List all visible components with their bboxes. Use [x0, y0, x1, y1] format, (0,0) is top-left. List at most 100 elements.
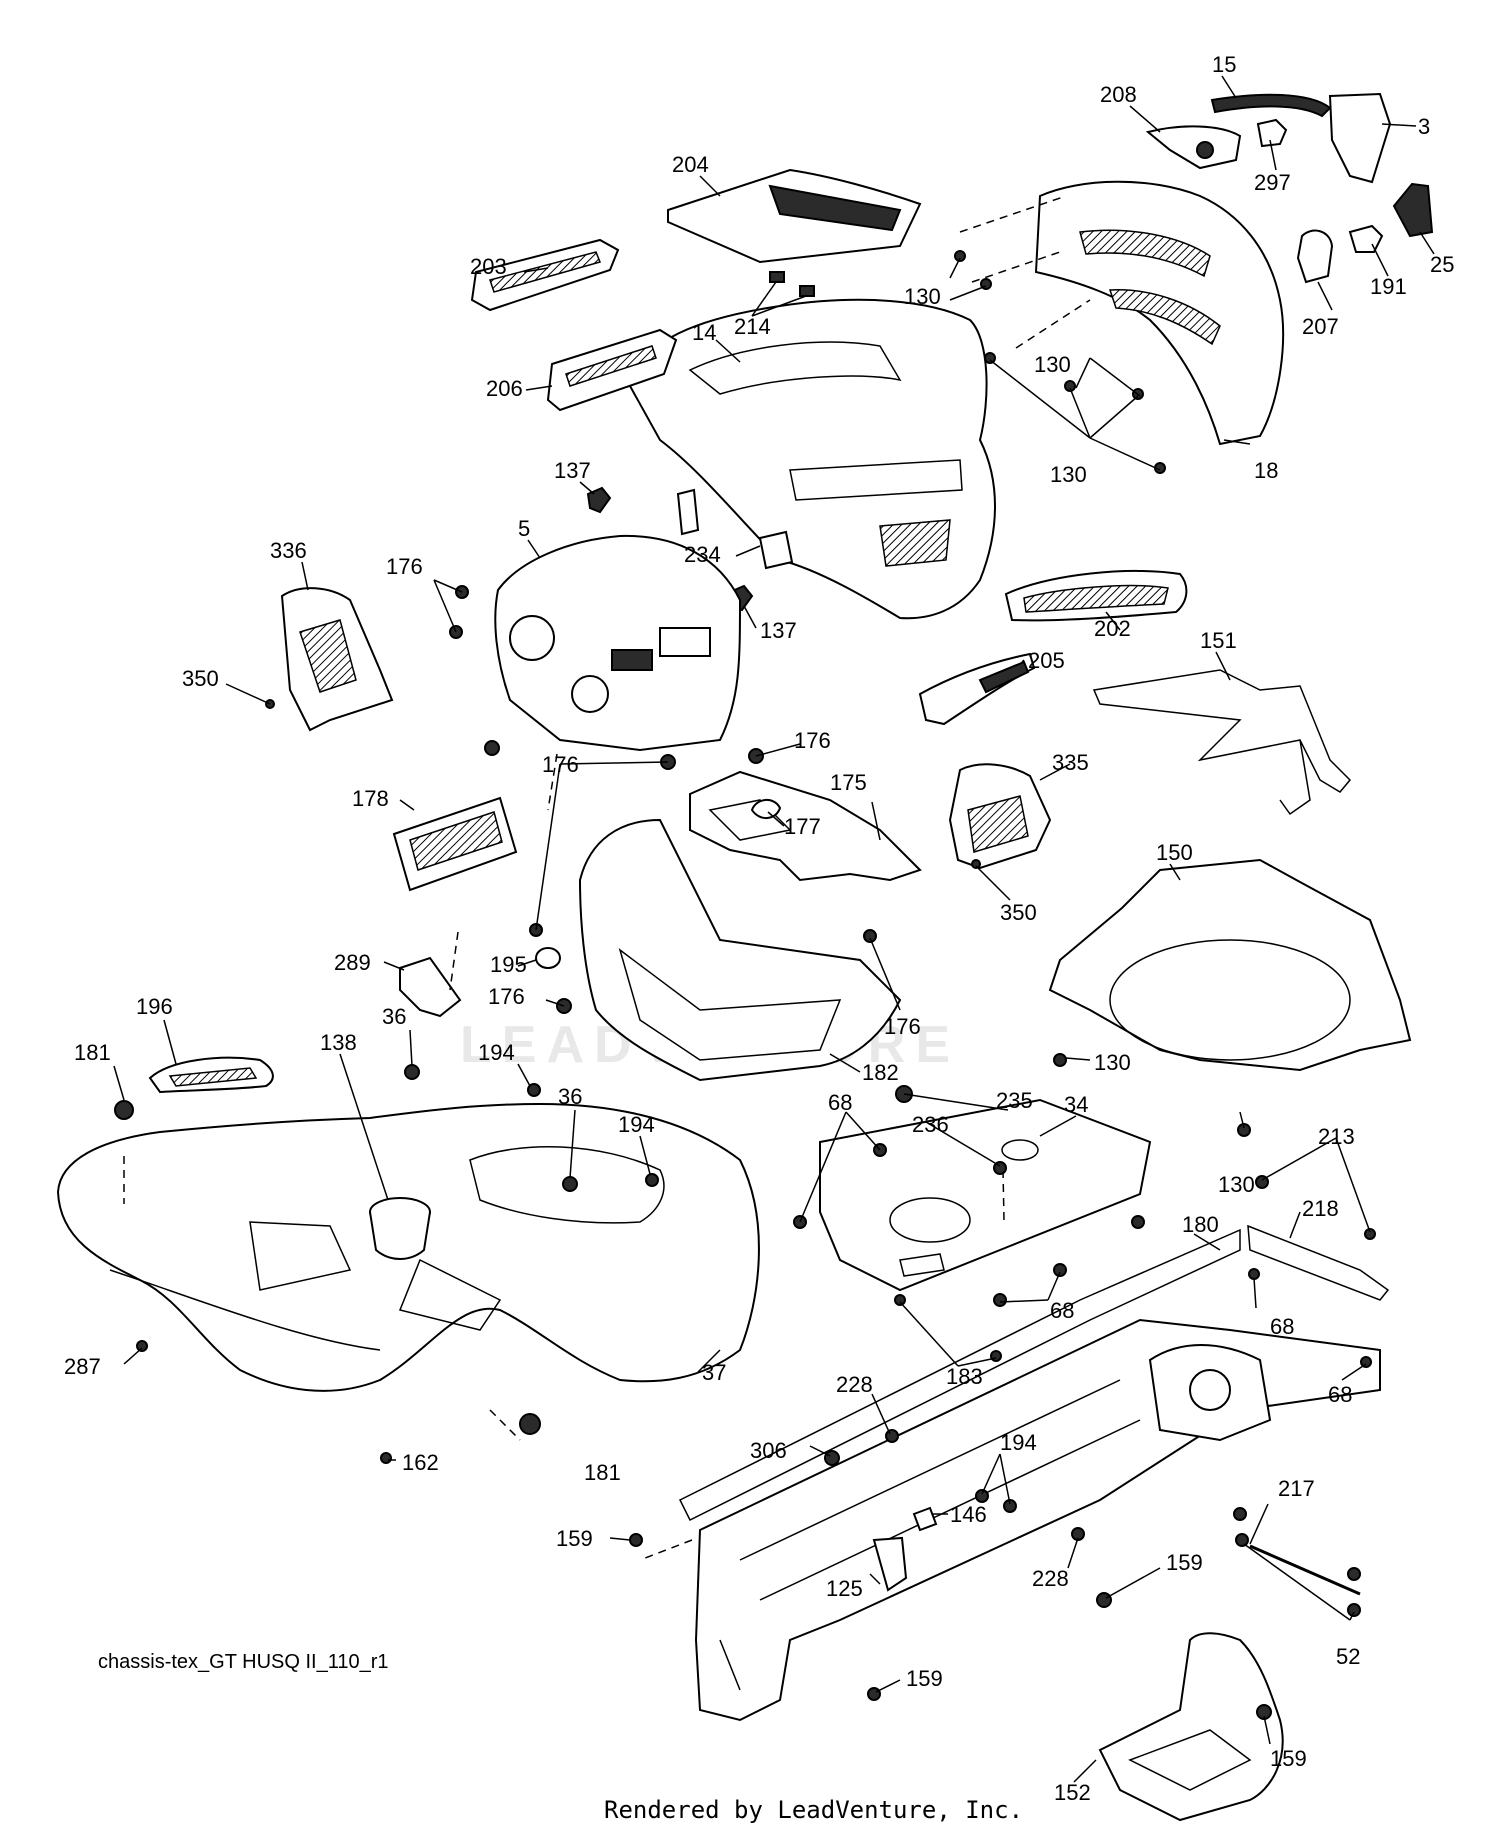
nut-52-c: [1347, 1567, 1361, 1581]
callout-204[interactable]: 204: [672, 152, 709, 177]
part-18-grille: [1079, 229, 1211, 278]
callout-159a[interactable]: 159: [556, 1526, 593, 1551]
callout-203[interactable]: 203: [470, 254, 507, 279]
callout-68a[interactable]: 68: [828, 1090, 852, 1115]
callout-335[interactable]: 335: [1052, 750, 1089, 775]
screw-130-a: [954, 250, 966, 262]
callout-125[interactable]: 125: [826, 1576, 863, 1601]
callout-150[interactable]: 150: [1156, 840, 1193, 865]
fasteners: [114, 250, 1376, 1720]
callout-130d[interactable]: 130: [1094, 1050, 1131, 1075]
callout-130e[interactable]: 130: [1218, 1172, 1255, 1197]
callout-68d[interactable]: 68: [1328, 1382, 1352, 1407]
callout-306[interactable]: 306: [750, 1438, 787, 1463]
callout-176c[interactable]: 176: [542, 752, 579, 777]
callout-137a[interactable]: 137: [554, 458, 591, 483]
callout-191[interactable]: 191: [1370, 274, 1407, 299]
nut-194-b: [645, 1173, 659, 1187]
part-152-detail: [1128, 1729, 1252, 1791]
callout-176b[interactable]: 176: [794, 728, 831, 753]
callout-68b[interactable]: 68: [1050, 1298, 1074, 1323]
callout-130a[interactable]: 130: [904, 284, 941, 309]
part-5-dash: [494, 534, 742, 752]
part-182-base: [578, 818, 902, 1082]
part-208-headlight: [1145, 125, 1242, 170]
callout-214[interactable]: 214: [734, 314, 771, 339]
callout-14[interactable]: 14: [692, 320, 716, 345]
callout-138[interactable]: 138: [320, 1030, 357, 1055]
bolt-68-e: [993, 1293, 1007, 1307]
callout-217[interactable]: 217: [1278, 1476, 1315, 1501]
callout-194c[interactable]: 194: [1000, 1430, 1037, 1455]
callout-235[interactable]: 235: [996, 1088, 1033, 1113]
callout-36b[interactable]: 36: [558, 1084, 582, 1109]
callout-207[interactable]: 207: [1302, 314, 1339, 339]
callout-183[interactable]: 183: [946, 1364, 983, 1389]
callout-196[interactable]: 196: [136, 994, 173, 1019]
callout-130c[interactable]: 130: [1050, 462, 1087, 487]
callout-206[interactable]: 206: [486, 376, 523, 401]
callout-297[interactable]: 297: [1254, 170, 1291, 195]
callout-18[interactable]: 18: [1254, 458, 1278, 483]
callout-37[interactable]: 37: [702, 1360, 726, 1385]
callout-236[interactable]: 236: [912, 1112, 949, 1137]
callout-182[interactable]: 182: [862, 1060, 899, 1085]
callout-195[interactable]: 195: [490, 952, 527, 977]
callout-228b[interactable]: 228: [1032, 1566, 1069, 1591]
callout-205[interactable]: 205: [1028, 648, 1065, 673]
callout-176e[interactable]: 176: [884, 1014, 921, 1039]
callout-287[interactable]: 287: [64, 1354, 101, 1379]
part-336-mesh: [299, 619, 357, 693]
part-218-bracket: [1247, 1224, 1390, 1301]
callout-34[interactable]: 34: [1064, 1092, 1088, 1117]
callout-151[interactable]: 151: [1200, 628, 1237, 653]
callout-146[interactable]: 146: [950, 1502, 987, 1527]
callout-213[interactable]: 213: [1318, 1124, 1355, 1149]
callout-202[interactable]: 202: [1094, 616, 1131, 641]
callout-194b[interactable]: 194: [618, 1112, 655, 1137]
part-14-inner: [688, 341, 902, 395]
callout-181b[interactable]: 181: [584, 1460, 621, 1485]
callout-130b[interactable]: 130: [1034, 352, 1071, 377]
callout-3[interactable]: 3: [1418, 114, 1430, 139]
callout-218[interactable]: 218: [1302, 1196, 1339, 1221]
callout-289[interactable]: 289: [334, 950, 371, 975]
screw-350-b: [971, 859, 981, 869]
callout-162[interactable]: 162: [402, 1450, 439, 1475]
callout-5[interactable]: 5: [518, 516, 530, 541]
callout-350b[interactable]: 350: [1000, 900, 1037, 925]
callout-25[interactable]: 25: [1430, 252, 1454, 277]
callout-336[interactable]: 336: [270, 538, 307, 563]
callout-176d[interactable]: 176: [488, 984, 525, 1009]
part-151-bracket: [1092, 669, 1352, 793]
callout-178[interactable]: 178: [352, 786, 389, 811]
callout-180[interactable]: 180: [1182, 1212, 1219, 1237]
part-37-seat-opening: [469, 1146, 665, 1224]
callout-137b[interactable]: 137: [760, 618, 797, 643]
callout-152[interactable]: 152: [1054, 1780, 1091, 1805]
callout-177[interactable]: 177: [784, 814, 821, 839]
callout-175[interactable]: 175: [830, 770, 867, 795]
callout-15[interactable]: 15: [1212, 52, 1236, 77]
part-206-slats: [565, 345, 657, 387]
callout-181a[interactable]: 181: [74, 1040, 111, 1065]
callout-234[interactable]: 234: [684, 542, 721, 567]
callout-159b[interactable]: 159: [1166, 1550, 1203, 1575]
callout-228a[interactable]: 228: [836, 1372, 873, 1397]
callout-36a[interactable]: 36: [382, 1004, 406, 1029]
part-34-hole-b: [889, 1197, 971, 1243]
callout-176a[interactable]: 176: [386, 554, 423, 579]
screw-130-g: [1053, 1053, 1067, 1067]
callout-208[interactable]: 208: [1100, 82, 1137, 107]
part-175-bracket: [689, 770, 922, 882]
part-34-plate: [819, 1098, 1152, 1292]
part-151-leg: [1279, 739, 1311, 816]
callout-68c[interactable]: 68: [1270, 1314, 1294, 1339]
callout-159c[interactable]: 159: [906, 1666, 943, 1691]
callout-194a[interactable]: 194: [478, 1040, 515, 1065]
callout-159d[interactable]: 159: [1270, 1746, 1307, 1771]
part-5-ignition: [509, 615, 555, 661]
nut-181-a: [114, 1100, 134, 1120]
callout-52[interactable]: 52: [1336, 1644, 1360, 1669]
callout-350a[interactable]: 350: [182, 666, 219, 691]
